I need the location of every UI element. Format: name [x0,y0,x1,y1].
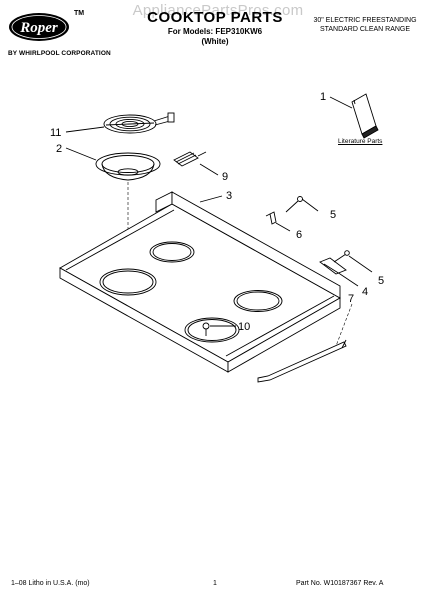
terminal-block-icon [173,151,207,167]
callout-2: 2 [56,143,62,155]
product-description-line2: STANDARD CLEAN RANGE [319,26,411,33]
trademark-mark: TM [74,10,85,17]
model-color: (White) [201,37,229,46]
callout-5-lower: 5 [378,275,384,287]
screw-icon [285,196,303,213]
footer-part-number: Part No. W10187367 Rev. A [296,580,384,587]
cooktop-panel-icon [59,191,341,373]
callout-5-upper: 5 [330,209,336,221]
callout-10: 10 [238,321,250,333]
callout-6: 6 [296,229,302,241]
hinge-icon [319,257,347,275]
leader-11 [65,126,105,133]
leader-7 [335,303,353,347]
leader-5-upper [301,198,319,212]
leader-5-lower [348,255,373,273]
bracket-icon [202,322,210,336]
leader-2 [65,147,97,161]
callout-7: 7 [348,293,354,305]
surface-element-icon [103,112,175,134]
callout-1: 1 [320,91,326,103]
leader-3 [199,195,223,203]
clip-icon [265,211,277,225]
screw-lower-icon [333,250,350,263]
leader-9 [199,163,219,176]
brand-name: Roper [19,20,58,36]
footer-litho: 1–08 Litho in U.S.A. (mo) [11,580,90,587]
rod-icon [257,339,347,383]
callout-11: 11 [50,127,61,139]
model-numbers: For Models: FEP310KW6 [167,27,263,36]
drip-bowl-icon [95,152,161,181]
product-description-line1: 30" ELECTRIC FREESTANDING [313,17,417,24]
footer-page-number: 1 [213,580,217,587]
callout-3: 3 [226,190,232,202]
leader-1 [329,96,353,109]
page-title: COOKTOP PARTS [147,9,283,26]
literature-parts-label: Literature Parts [338,138,383,145]
roper-logo: Roper [8,12,70,42]
watermark: AppliancePartsPros.com [132,2,304,19]
brand-byline: BY WHIRLPOOL CORPORATION [8,50,111,57]
leader-6 [275,222,291,232]
callout-4: 4 [362,286,368,298]
leader-4 [339,273,359,287]
literature-booklet-icon [351,93,379,139]
callout-9: 9 [222,171,228,183]
